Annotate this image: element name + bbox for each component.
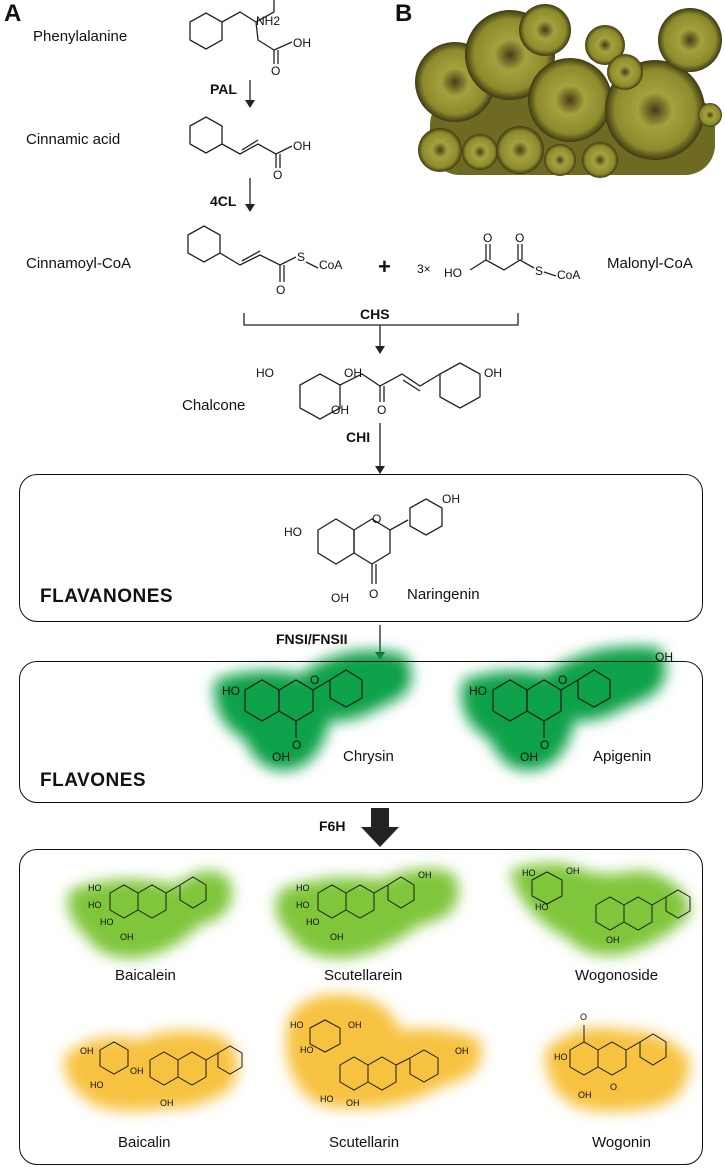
panel-label-b: B xyxy=(395,0,413,27)
class-flavones: FLAVONES xyxy=(40,770,147,791)
enzyme-fns: FNSI/FNSII xyxy=(276,631,348,647)
atom-oh: OH xyxy=(80,1046,94,1056)
atom-ho-api: HO xyxy=(469,684,487,698)
enzyme-f6h: F6H xyxy=(319,818,346,834)
atom-oh: OH xyxy=(330,932,344,942)
atom-oh: OH xyxy=(578,1090,592,1100)
atom-o-chry-ring: O xyxy=(310,673,320,687)
enzyme-4cl: 4CL xyxy=(210,193,237,209)
atom-o-api-ring: O xyxy=(558,673,568,687)
atom-o-nar-ring: O xyxy=(372,512,382,526)
enzyme-pal: PAL xyxy=(210,81,237,97)
atom-oh-phe: OH xyxy=(293,36,311,50)
flavones-box xyxy=(19,661,703,803)
atom-oh: OH xyxy=(160,1098,174,1108)
atom-s-cin: S xyxy=(297,250,306,264)
enzyme-chi: CHI xyxy=(346,429,371,445)
atom-oh: OH xyxy=(348,1020,362,1030)
product-name: Scutellarin xyxy=(329,1134,400,1151)
atom-o: O xyxy=(610,1082,618,1092)
atom-ho: HO xyxy=(306,917,320,927)
atom-oh: OH xyxy=(455,1046,469,1056)
flavone-name: Chrysin xyxy=(343,748,394,765)
atom-ho: HO xyxy=(88,900,102,910)
atom-o-chal: O xyxy=(377,403,387,417)
atom-ho: HO xyxy=(100,917,114,927)
atom-oh-api2: OH xyxy=(520,750,538,764)
flavanones-box xyxy=(19,474,703,622)
atom-ho: HO xyxy=(88,883,102,893)
atom-coa-cin: CoA xyxy=(319,258,343,272)
atom-ho: HO xyxy=(300,1045,314,1055)
atom-ho-nar: HO xyxy=(284,525,302,539)
plus-sign: + xyxy=(378,254,391,279)
atom-o-api: O xyxy=(540,738,550,752)
atom-ho: HO xyxy=(320,1094,334,1104)
atom-oh-api1: OH xyxy=(655,650,673,664)
atom-o-cin: O xyxy=(273,168,283,182)
product-name: Baicalin xyxy=(118,1134,171,1151)
atom-nh2: NH2 xyxy=(256,14,281,28)
atom-oh-cin: OH xyxy=(293,139,311,153)
atom-ho: HO xyxy=(554,1052,568,1062)
atom-oh-nar2: OH xyxy=(331,591,349,605)
atom-oh-chal3: OH xyxy=(484,366,502,380)
atom-oh: OH xyxy=(346,1098,360,1108)
atom-coa-mal: CoA xyxy=(557,268,581,282)
atom-ho: HO xyxy=(535,902,549,912)
label-naringenin: Naringenin xyxy=(407,586,480,603)
atom-o-cincoa: O xyxy=(276,283,286,297)
atom-ho-chal: HO xyxy=(256,366,274,380)
atom-oh-chry: OH xyxy=(272,750,290,764)
atom-o-phe: O xyxy=(271,64,281,78)
label-cinnamic-acid: Cinnamic acid xyxy=(26,131,121,148)
atom-oh: OH xyxy=(120,932,134,942)
atom-oh-chal1: OH xyxy=(344,366,362,380)
atom-ho: HO xyxy=(522,868,536,878)
stoich-3x: 3× xyxy=(417,262,431,276)
atom-oh: OH xyxy=(606,935,620,945)
atom-s-mal: S xyxy=(535,264,544,278)
atom-ho: HO xyxy=(296,900,310,910)
atom-o-chry: O xyxy=(292,738,302,752)
product-name: Baicalein xyxy=(115,967,176,984)
products-box xyxy=(19,849,703,1165)
atom-o-mal2: O xyxy=(515,231,525,245)
atom-o: O xyxy=(580,1012,588,1022)
enzyme-chs: CHS xyxy=(360,306,390,322)
atom-ho: HO xyxy=(90,1080,104,1090)
class-flavanones: FLAVANONES xyxy=(40,586,174,607)
atom-o-nar: O xyxy=(369,587,379,601)
atom-oh-chal2: OH xyxy=(331,403,349,417)
atom-ho-mal: HO xyxy=(444,266,462,280)
label-malonyl-coa: Malonyl-CoA xyxy=(607,255,693,272)
product-name: Wogonin xyxy=(592,1134,651,1151)
atom-ho: HO xyxy=(290,1020,304,1030)
atom-oh-nar1: OH xyxy=(442,492,460,506)
label-cinnamoyl-coa: Cinnamoyl-CoA xyxy=(26,255,132,272)
atom-ho: HO xyxy=(296,883,310,893)
product-name: Wogonoside xyxy=(575,967,659,984)
atom-oh: OH xyxy=(566,866,580,876)
atom-oh: OH xyxy=(130,1066,144,1076)
flavone-name: Apigenin xyxy=(593,748,652,765)
panel-label-a: A xyxy=(4,0,22,27)
atom-oh: OH xyxy=(418,870,432,880)
atom-o-mal1: O xyxy=(483,231,493,245)
product-name: Scutellarein xyxy=(324,967,403,984)
atom-ho-chry: HO xyxy=(222,684,240,698)
label-phenylalanine: Phenylalanine xyxy=(33,28,128,45)
label-chalcone: Chalcone xyxy=(182,397,246,414)
